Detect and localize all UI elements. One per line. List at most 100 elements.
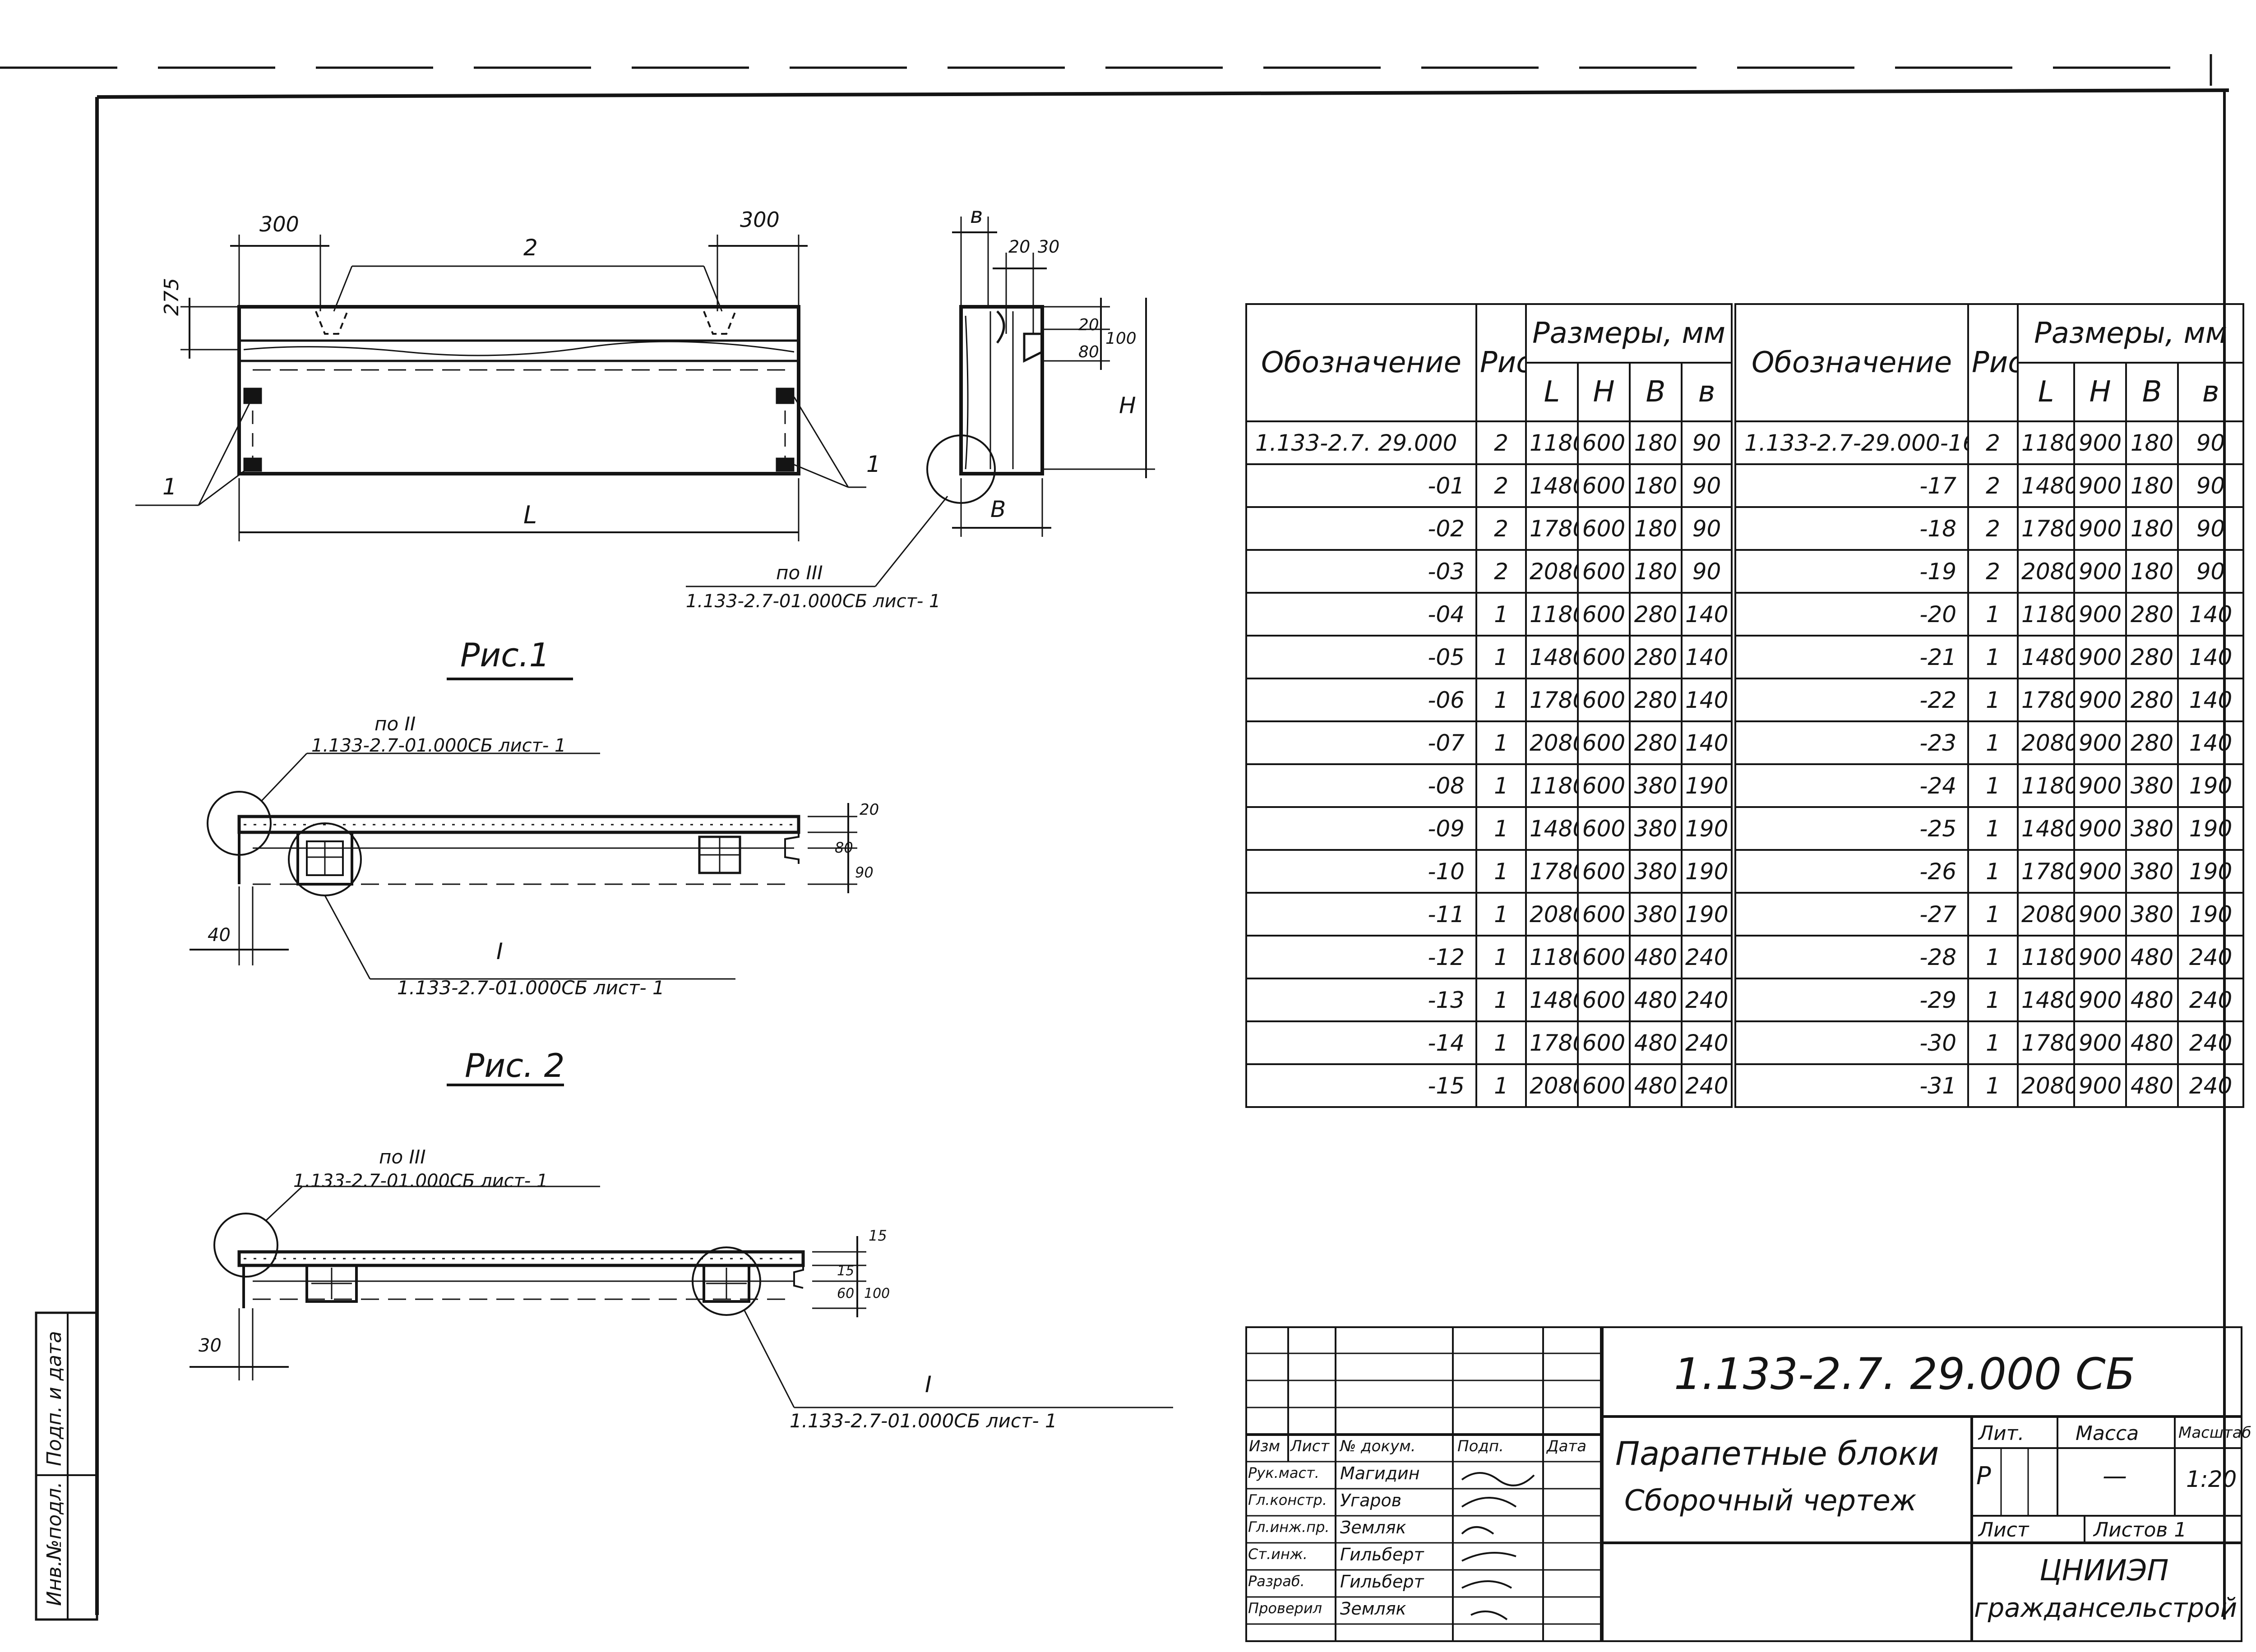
table-cell: 2080 (2017, 1063, 2076, 1108)
hdr-sizes: Размеры, мм (1525, 303, 1737, 364)
table-cell: 1480 (1525, 635, 1579, 679)
dim3-100: 100 (864, 1286, 890, 1301)
table-cell: 900 (2073, 549, 2127, 594)
table-cell: 480 (2125, 935, 2179, 979)
table-cell: 380 (1629, 806, 1683, 851)
table-cell: 900 (2073, 1063, 2127, 1108)
table-cell: 180 (2125, 549, 2179, 594)
table-cell: 600 (1577, 592, 1631, 637)
fig2-label: Рис. 2 (465, 1047, 565, 1084)
title-line2: Сборочный чертеж (1624, 1484, 1917, 1518)
table-cell: 2 (1475, 506, 1527, 551)
table-cell: 1 (1967, 678, 2019, 722)
table-cell: 240 (1680, 935, 1737, 979)
table-cell: 190 (2177, 806, 2245, 851)
table-cell: 380 (2125, 806, 2179, 851)
table-cell: 900 (2073, 463, 2127, 508)
designation-cell: -25 (1733, 806, 1969, 851)
table-cell: 1180 (1525, 592, 1579, 637)
table-cell: 480 (2125, 978, 2179, 1022)
table-cell: 600 (1577, 549, 1631, 594)
designation-cell: -04 (1245, 592, 1477, 637)
designation-cell: -15 (1245, 1063, 1477, 1108)
doc-code: 1.133-2.7. 29.000 СБ (1674, 1349, 2136, 1399)
title-block: 1.133-2.7. 29.000 СБ Парапетные блоки Сб… (1245, 1326, 2251, 1642)
hdr-b-2: в (2177, 362, 2245, 422)
table-cell: 90 (2177, 420, 2245, 465)
scale-value: 1:20 (2186, 1466, 2237, 1492)
hdr-L-2: L (2017, 362, 2076, 422)
designation-cell: -29 (1733, 978, 1969, 1022)
table-cell: 140 (1680, 720, 1737, 765)
tb-col-header: Изм (1249, 1437, 1281, 1455)
table-cell: 1 (1475, 935, 1527, 979)
tb-person: Магидин (1340, 1463, 1420, 1483)
table-cell: 140 (1680, 678, 1737, 722)
table-cell: 480 (1629, 978, 1683, 1022)
dim2-90: 90 (855, 864, 874, 881)
org-line1: ЦНИИЭП (2039, 1554, 2169, 1587)
hdr-designation-2: Обозначение (1733, 303, 1969, 422)
tb-role: Гл.констр. (1248, 1491, 1327, 1509)
table-cell: 280 (1629, 635, 1683, 679)
table-cell: 240 (2177, 978, 2245, 1022)
scale-label: Масштаб (2178, 1424, 2251, 1442)
table-cell: 190 (2177, 849, 2245, 894)
tb-role: Проверил (1248, 1600, 1322, 1617)
table-cell: 900 (2073, 678, 2127, 722)
table-cell: 1180 (2017, 763, 2076, 808)
tb-person: Земляк (1340, 1518, 1406, 1537)
designation-cell: -06 (1245, 678, 1477, 722)
table-cell: 2080 (2017, 549, 2076, 594)
callout-1-right: 1 (866, 451, 881, 477)
table-cell: 1 (1475, 592, 1527, 637)
table-cell: 280 (2125, 592, 2179, 637)
designation-cell: -21 (1733, 635, 1969, 679)
ref1-sheet: 1.133-2.7-01.000СБ лист- 1 (686, 591, 941, 612)
dim-275: 275 (160, 278, 183, 316)
dim-r100: 100 (1105, 329, 1137, 348)
table-cell: 2 (1475, 549, 1527, 594)
table-cell: 1 (1475, 892, 1527, 937)
ref1-roman: по III (776, 562, 823, 584)
table-cell: 1780 (1525, 678, 1579, 722)
table-cell: 600 (1577, 420, 1631, 465)
table-cell: 190 (2177, 763, 2245, 808)
sheet-label: Лист (1979, 1518, 2029, 1541)
table-cell: 480 (1629, 935, 1683, 979)
table-cell: 240 (2177, 935, 2245, 979)
table-cell: 900 (2073, 592, 2127, 637)
table-cell: 90 (1680, 506, 1737, 551)
designation-cell: 1.133-2.7-29.000-16 (1733, 420, 1969, 465)
side-inv: Инв.№подл. (43, 1481, 66, 1606)
table-cell: 2 (1475, 463, 1527, 508)
table-cell: 180 (2125, 463, 2179, 508)
ref3-roman: по III (379, 1146, 426, 1168)
fig3-plan-view (190, 1186, 1173, 1408)
table-cell: 600 (1577, 720, 1631, 765)
tb-role: Разраб. (1248, 1573, 1305, 1590)
table-cell: 180 (1629, 420, 1683, 465)
table-cell: 90 (1680, 420, 1737, 465)
dim-r20: 20 (1078, 316, 1099, 334)
table-cell: 2080 (1525, 720, 1579, 765)
dim-30b: 30 (199, 1335, 222, 1356)
table-cell: 180 (1629, 463, 1683, 508)
table-cell: 380 (1629, 849, 1683, 894)
designation-cell: -03 (1245, 549, 1477, 594)
table-cell: 900 (2073, 720, 2127, 765)
designation-cell: -14 (1245, 1020, 1477, 1065)
designation-cell: -20 (1733, 592, 1969, 637)
tb-col-header: Лист (1290, 1437, 1330, 1455)
dim3-15b: 15 (837, 1263, 855, 1279)
table-cell: 2 (1967, 549, 2019, 594)
dim-L: L (523, 501, 537, 529)
table-cell: 1480 (2017, 463, 2076, 508)
hdr-fig-2: Рис. (1967, 303, 2019, 422)
